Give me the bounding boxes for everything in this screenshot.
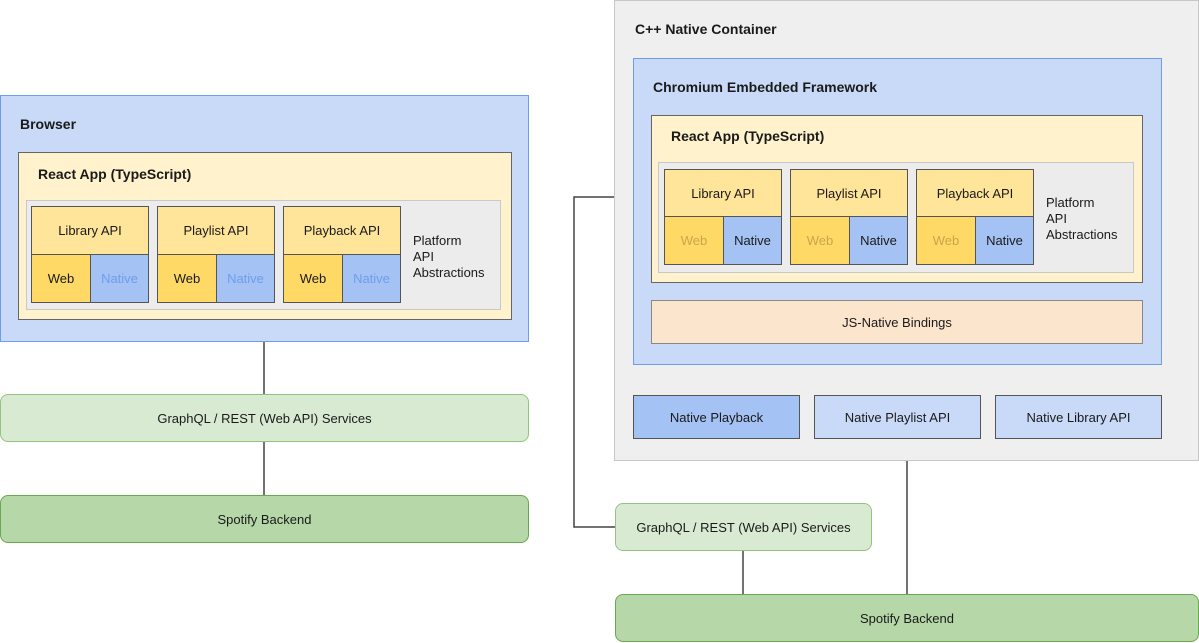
react-app-title: React App (TypeScript) xyxy=(671,128,825,144)
services-box-browser: GraphQL / REST (Web API) Services xyxy=(0,394,529,442)
platform-label-line: Abstractions xyxy=(413,265,485,280)
library-api-box: Library API xyxy=(664,169,782,217)
js-native-bindings: JS-Native Bindings xyxy=(651,300,1143,344)
native-library-api-box: Native Library API xyxy=(995,395,1162,439)
cpp-container-title: C++ Native Container xyxy=(635,21,777,37)
native-playlist-api-box: Native Playlist API xyxy=(814,395,981,439)
playlist-web-box: Web xyxy=(790,216,850,265)
playlist-api-box: Playlist API xyxy=(157,206,275,255)
playlist-native-box: Native xyxy=(849,216,908,265)
library-web-box: Web xyxy=(31,254,91,303)
playback-api-box: Playback API xyxy=(283,206,401,255)
spotify-backend-browser: Spotify Backend xyxy=(0,495,529,543)
react-app-title: React App (TypeScript) xyxy=(38,166,192,182)
playlist-native-box: Native xyxy=(216,254,275,303)
browser-title: Browser xyxy=(20,116,77,132)
playback-native-box: Native xyxy=(975,216,1034,265)
playback-web-box: Web xyxy=(283,254,343,303)
platform-label-line: API xyxy=(413,249,434,264)
playlist-web-box: Web xyxy=(157,254,217,303)
library-native-box: Native xyxy=(723,216,782,265)
playback-api-box: Playback API xyxy=(916,169,1034,217)
playlist-api-box: Playlist API xyxy=(790,169,908,217)
platform-label-line: Platform xyxy=(1046,195,1095,210)
services-box-native: GraphQL / REST (Web API) Services xyxy=(615,503,872,551)
platform-label-browser: Platform API Abstractions xyxy=(413,233,485,281)
spotify-backend-native: Spotify Backend xyxy=(615,594,1199,642)
cef-title: Chromium Embedded Framework xyxy=(653,79,878,95)
library-api-box: Library API xyxy=(31,206,149,255)
platform-label-line: Platform xyxy=(413,233,462,248)
platform-label-line: Abstractions xyxy=(1046,227,1118,242)
playback-native-box: Native xyxy=(342,254,401,303)
library-native-box: Native xyxy=(90,254,149,303)
playback-web-box: Web xyxy=(916,216,976,265)
platform-label-cef: Platform API Abstractions xyxy=(1046,195,1118,243)
library-web-box: Web xyxy=(664,216,724,265)
platform-label-line: API xyxy=(1046,211,1067,226)
native-playback-box: Native Playback xyxy=(633,395,800,439)
